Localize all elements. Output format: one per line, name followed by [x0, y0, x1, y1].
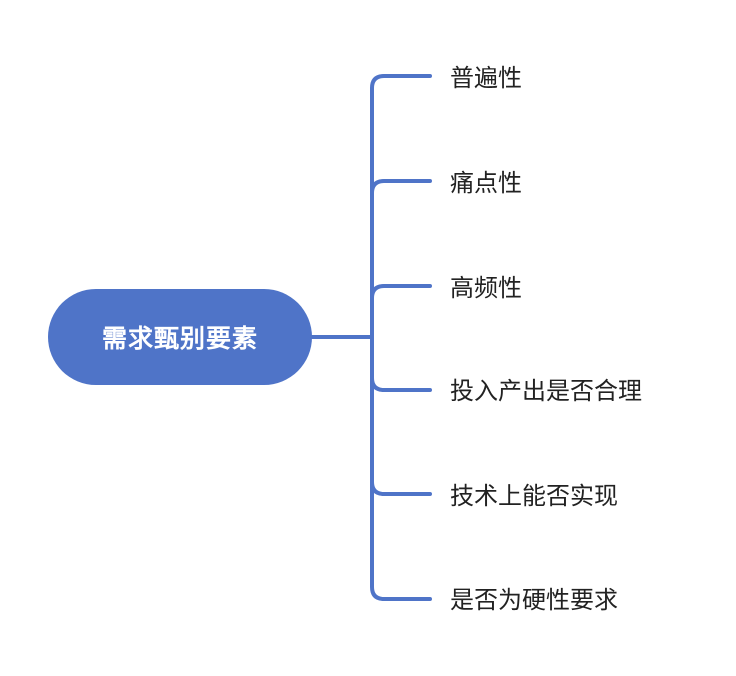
branch-label-hard-requirement[interactable]: 是否为硬性要求: [450, 586, 618, 614]
branch-label-roi[interactable]: 投入产出是否合理: [450, 377, 642, 405]
branch-connector-5: [370, 480, 432, 496]
branch-label-pain-point[interactable]: 痛点性: [450, 169, 522, 197]
trunk-connector: [370, 74, 432, 601]
root-label: 需求甄别要素: [101, 324, 258, 353]
branch-label-pervasiveness[interactable]: 普遍性: [450, 64, 522, 92]
root-node[interactable]: 需求甄别要素: [48, 289, 312, 385]
branch-connector-4: [370, 376, 432, 392]
branch-label-feasibility[interactable]: 技术上能否实现: [450, 482, 618, 510]
branch-label-frequency[interactable]: 高频性: [450, 274, 522, 302]
branch-connector-2: [370, 179, 432, 195]
branch-connector-3: [370, 284, 432, 300]
